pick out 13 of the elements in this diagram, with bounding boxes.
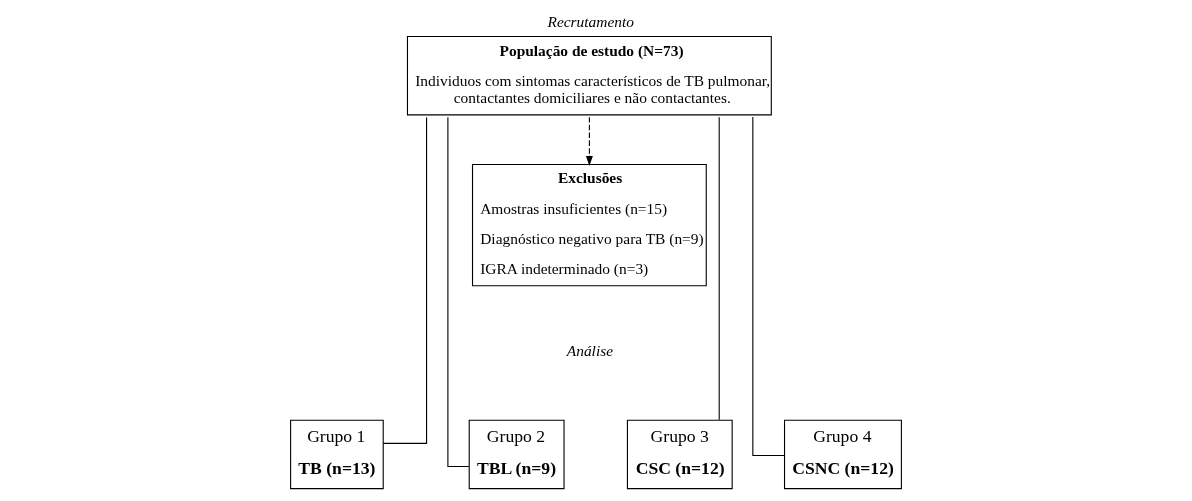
node-box: Grupo 1 TB (n=13) — [290, 419, 384, 489]
label: Análise — [566, 341, 614, 359]
connector — [382, 116, 428, 444]
node-label: Recrutamento — [547, 12, 635, 30]
connector — [752, 116, 785, 456]
connector — [447, 116, 470, 467]
node-box: Grupo 2 TBL (n=9) — [468, 419, 565, 489]
node-box: Exclusões Amostras insuficientes (n=15) Diagnóstico negativo para TB (n=9) IGRA indeterminado (n=3) — [471, 163, 707, 286]
arrow — [585, 116, 593, 166]
node-box: Grupo 3 CSC (n=12) — [626, 419, 733, 489]
connector — [718, 116, 720, 420]
node-box: Grupo 4 CSNC (n=12) — [784, 419, 902, 489]
node-box: População de estudo (N=73) Individuos com sintomas característicos de TB pulmonar, contactantes domiciliares e não contactantes. — [406, 35, 772, 115]
